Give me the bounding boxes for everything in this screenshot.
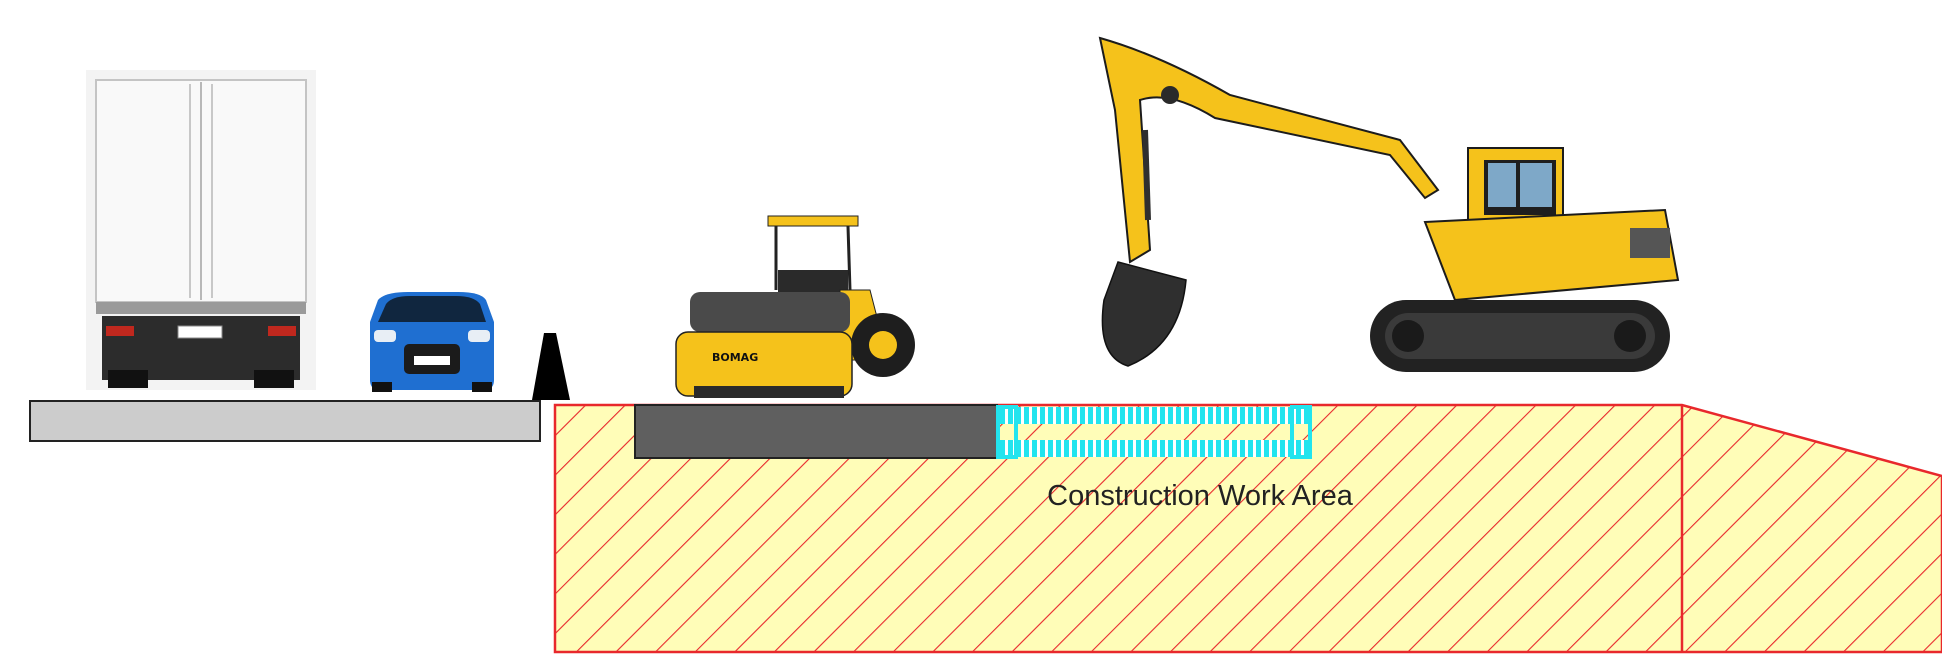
work-area-label: Construction Work Area xyxy=(1000,480,1400,513)
car-icon xyxy=(370,292,494,392)
roller-brand-label: BOMAG xyxy=(712,351,758,364)
road-roller-icon: BOMAG xyxy=(676,216,915,398)
existing-road-surface xyxy=(30,401,540,441)
excavator-icon xyxy=(1100,38,1678,372)
traffic-cone-icon xyxy=(532,333,570,400)
truck-icon xyxy=(86,70,316,390)
new-asphalt-layer xyxy=(635,405,997,458)
